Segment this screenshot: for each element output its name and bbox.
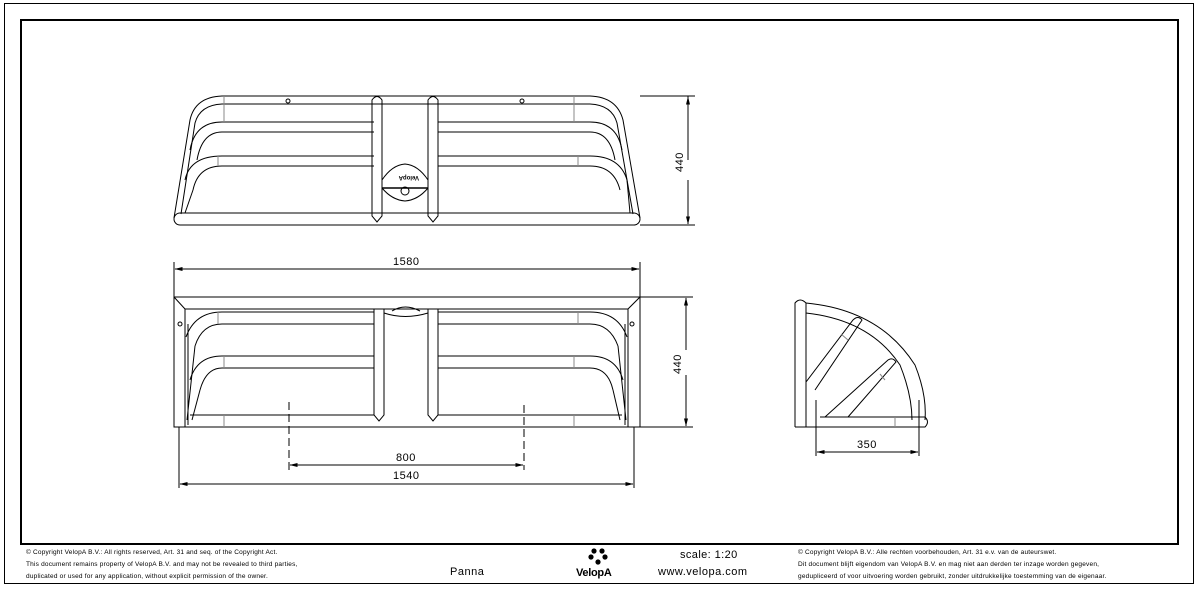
drawing-scale: scale: 1:20: [680, 549, 738, 561]
svg-text:VelopA: VelopA: [398, 174, 419, 180]
front-view: [173, 262, 693, 488]
top-view: VelopA: [173, 95, 695, 226]
velopa-flower-icon: [588, 548, 608, 565]
copyright-english: © Copyright VelopA B.V.: All rights rese…: [26, 547, 298, 583]
side-view-depth-dimension: 350: [857, 439, 877, 451]
front-view-width-dimension: 1580: [393, 256, 419, 268]
base-width-dimension: 1540: [393, 470, 419, 482]
copyright-nl-line-2: Dit document blijft eigendom van VelopA …: [798, 561, 1100, 568]
copyright-nl-line-3: gedupliceerd of voor uitvoering worden g…: [798, 573, 1107, 580]
drawing-inner-frame: [20, 19, 1179, 545]
copyright-en-line-1: © Copyright VelopA B.V.: All rights rese…: [26, 549, 278, 556]
top-view-height-dimension: 440: [674, 152, 686, 172]
website-link[interactable]: www.velopa.com: [658, 566, 748, 578]
inner-spacing-dimension: 800: [396, 452, 416, 464]
front-view-height-dimension: 440: [672, 354, 684, 374]
product-name: Panna: [450, 566, 485, 578]
brand-logo-text: VelopA: [576, 567, 612, 579]
drawing-outer-frame: [4, 3, 1194, 584]
copyright-dutch: © Copyright VelopA B.V.: Alle rechten vo…: [798, 547, 1107, 583]
copyright-en-line-2: This document remains property of VelopA…: [26, 561, 298, 568]
copyright-nl-line-1: © Copyright VelopA B.V.: Alle rechten vo…: [798, 549, 1057, 556]
side-view: [794, 299, 928, 456]
copyright-en-line-3: duplicated or used for any application, …: [26, 573, 269, 580]
